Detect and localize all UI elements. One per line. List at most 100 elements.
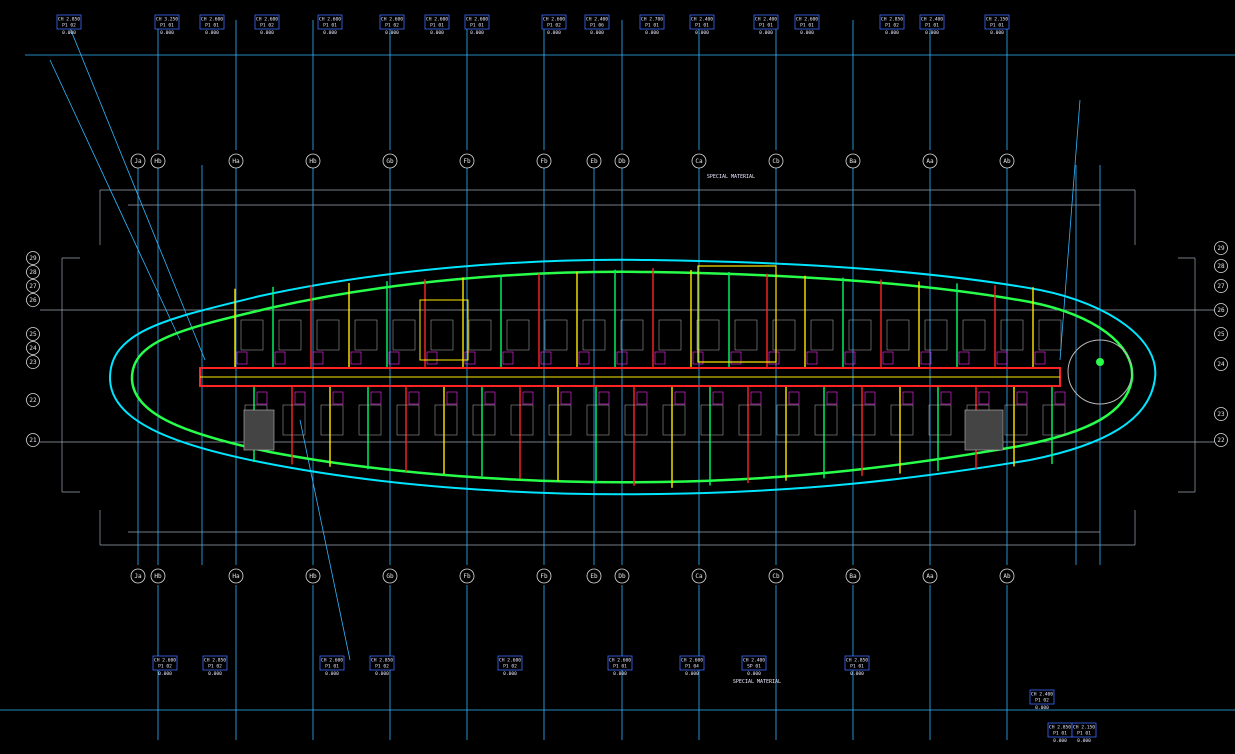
room-bath: [408, 391, 420, 405]
ceiling-tag-box: [984, 14, 1010, 30]
grid-bubble-label: Db: [618, 158, 626, 165]
grid-bubble: [691, 568, 707, 584]
ceiling-tag-box: [607, 655, 633, 671]
grid-bubble-label: Gb: [386, 158, 394, 165]
grid-bubble-label: Hb: [154, 573, 162, 580]
grid-bubble: [459, 568, 475, 584]
ceiling-height: CH 2.600: [796, 17, 818, 23]
level-code: 0.000: [62, 30, 76, 36]
grid-bubble: [691, 153, 707, 169]
room-bath: [484, 391, 496, 405]
stair-core-east: [1067, 339, 1133, 405]
room-furniture: [772, 319, 796, 351]
grid-bubble: [26, 279, 40, 293]
grid-bubble: [26, 251, 40, 265]
ceiling-tag-box: [919, 14, 945, 30]
grid-bubble: [922, 153, 938, 169]
grid-bubble: [26, 355, 40, 369]
level-code: 0.000: [800, 30, 814, 36]
ceiling-tag-box: [379, 14, 405, 30]
ceiling-height: CH 2.600: [543, 17, 565, 23]
finish-code: P1 02: [158, 664, 172, 670]
grid-bubble-label: Ha: [232, 158, 240, 165]
ceiling-height: CH 2.600: [381, 17, 403, 23]
room-furniture: [810, 319, 834, 351]
room-bath: [1016, 391, 1028, 405]
finish-code: P1 01: [430, 23, 444, 29]
grid-bubble: [228, 153, 244, 169]
grid-bubble-label: Ba: [849, 573, 857, 580]
leader-lines: [0, 20, 1235, 740]
outer-hull: [108, 258, 1157, 496]
room-furniture: [434, 404, 458, 436]
grid-bubble: [922, 568, 938, 584]
ceiling-tag-box: [1029, 689, 1055, 705]
grid-bubble: [614, 568, 630, 584]
room-bath: [598, 391, 610, 405]
grid-bubble: [614, 153, 630, 169]
finish-code: P1 01: [645, 23, 659, 29]
grid-bubble-label: Db: [618, 573, 626, 580]
room-bath: [826, 391, 838, 405]
ceiling-tag-box: [794, 14, 820, 30]
room-furniture: [320, 404, 344, 436]
stair-circle: [1067, 339, 1133, 405]
grid-bubble-label: 25: [29, 331, 37, 338]
ceiling-tag-box: [639, 14, 665, 30]
level-code: 0.000: [1053, 738, 1067, 744]
grid-bubble-label: Hb: [309, 573, 317, 580]
grid-bubble-label: 23: [1217, 411, 1225, 418]
grid-bubble-label: Ja: [134, 573, 142, 580]
room-bath: [996, 351, 1008, 365]
grid-bubble-label: Aa: [926, 158, 934, 165]
room-bath: [370, 391, 382, 405]
ceiling-height: CH 2.600: [499, 658, 521, 664]
grid-bubble-label: Hb: [154, 158, 162, 165]
room-bath: [864, 391, 876, 405]
finish-code: P1 02: [547, 23, 561, 29]
leader-line: [1059, 99, 1081, 361]
room-bath: [1034, 351, 1046, 365]
ceiling-tag-box: [424, 14, 450, 30]
finish-code: P1 01: [850, 664, 864, 670]
grid-bubble: [459, 153, 475, 169]
room-bath: [446, 391, 458, 405]
level-code: 0.000: [885, 30, 899, 36]
ceiling-tag-box: [319, 655, 345, 671]
level-code: 0.000: [1077, 738, 1091, 744]
room-furniture: [620, 319, 644, 351]
level-code: 0.000: [205, 30, 219, 36]
room-bath: [882, 351, 894, 365]
ceiling-tag-box: [1071, 722, 1097, 738]
finish-code: P1 04: [685, 664, 699, 670]
room-furniture: [890, 404, 914, 436]
finish-code: SP 01: [747, 664, 761, 670]
shaded-room: [964, 409, 1004, 451]
grid-bubble: [768, 568, 784, 584]
ceiling-height: CH 2.600: [681, 658, 703, 664]
ceiling-height: CH 2.850: [1049, 725, 1071, 731]
room-furniture: [852, 404, 876, 436]
ceiling-height: CH 2.400: [1031, 692, 1053, 698]
room-furniture: [928, 404, 952, 436]
ceiling-height: CH 2.600: [319, 17, 341, 23]
grid-bubble-label: 27: [29, 283, 37, 290]
ceiling-height: CH 2.700: [641, 17, 663, 23]
level-code: 0.000: [208, 671, 222, 677]
room-bath: [674, 391, 686, 405]
grid-bubble: [586, 568, 602, 584]
grid-bubble-label: 28: [1217, 263, 1225, 270]
finish-code: P1 01: [160, 23, 174, 29]
grid-bubble-label: Fb: [463, 573, 471, 580]
room-furniture: [776, 404, 800, 436]
level-code: 0.000: [385, 30, 399, 36]
special-material-label-top: SPECIAL MATERIAL: [707, 174, 755, 180]
ceiling-tag-box: [844, 655, 870, 671]
ceiling-tag-box: [584, 14, 610, 30]
ceiling-tag-box: [154, 14, 180, 30]
level-code: 0.000: [325, 671, 339, 677]
ceiling-tag-box: [56, 14, 82, 30]
finish-code: P1 01: [925, 23, 939, 29]
room-bath: [236, 351, 248, 365]
